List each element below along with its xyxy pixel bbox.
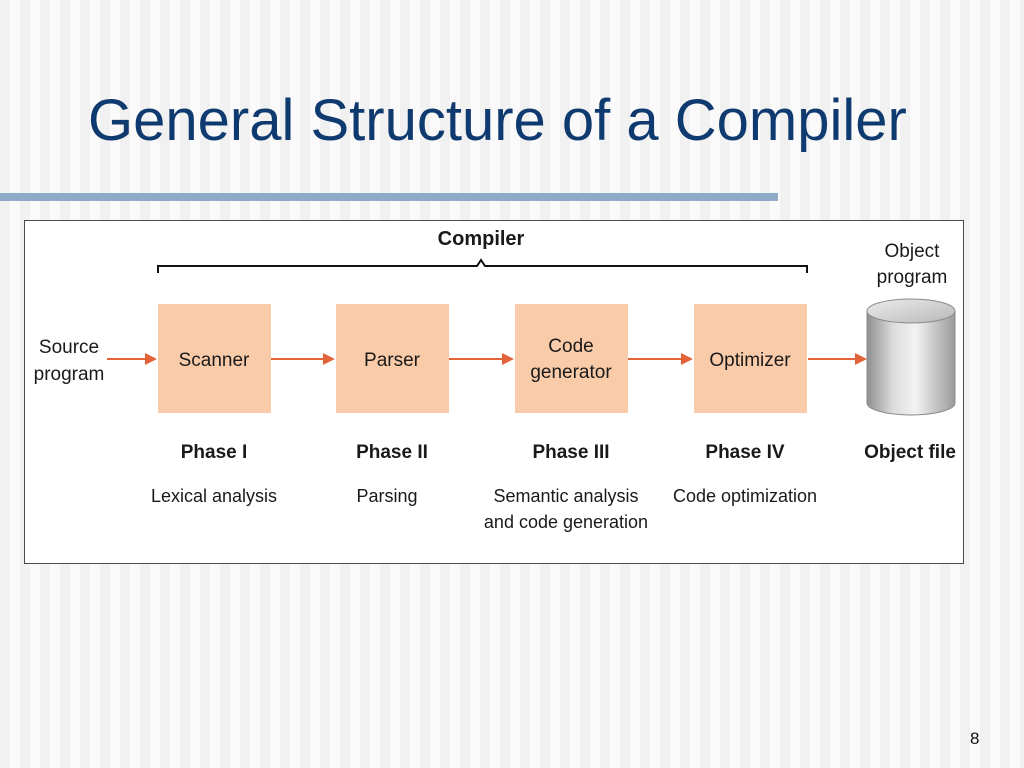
- code-generator-label-line2: generator: [530, 362, 612, 383]
- stage-scanner: Scanner Phase I Lexical analysis: [151, 304, 277, 506]
- parser-label: Parser: [364, 350, 421, 371]
- stage-optimizer: Optimizer Phase IV Code optimization: [673, 304, 817, 506]
- phase-4-label: Phase IV: [705, 442, 785, 463]
- compiler-bracket: [157, 258, 808, 273]
- phase-3-label: Phase III: [532, 442, 609, 463]
- scanner-label: Scanner: [179, 350, 250, 371]
- arrowhead-parser-to-codegen: [502, 353, 514, 365]
- parser-box: [336, 304, 449, 413]
- phase-2-description: Parsing: [356, 486, 417, 506]
- page-number: 8: [970, 729, 980, 748]
- object-program-label-line1: Object: [885, 241, 941, 262]
- slide-title: General Structure of a Compiler: [88, 88, 907, 153]
- object-program-label-line2: program: [877, 267, 948, 288]
- code-generator-box: [515, 304, 628, 413]
- phase-3-description-line1: Semantic analysis: [493, 486, 638, 506]
- arrowhead-optimizer-to-object: [855, 353, 867, 365]
- arrowhead-scanner-to-parser: [323, 353, 335, 365]
- scanner-box: [158, 304, 271, 413]
- phase-3-description-line2: and code generation: [484, 512, 648, 532]
- compiler-diagram: Compiler Source program Object program S…: [24, 220, 964, 564]
- stage-code-generator: Code generator Phase III Semantic analys…: [484, 304, 648, 532]
- title-rule: [0, 193, 778, 201]
- optimizer-label: Optimizer: [709, 350, 791, 371]
- optimizer-box: [694, 304, 807, 413]
- compiler-label: Compiler: [438, 228, 525, 250]
- source-program-label-line1: Source: [39, 337, 99, 358]
- arrowhead-source-to-scanner: [145, 353, 157, 365]
- phase-2-label: Phase II: [356, 442, 428, 463]
- object-file-label: Object file: [864, 442, 956, 463]
- source-program-label-line2: program: [34, 364, 105, 385]
- object-file-cylinder-icon: [866, 298, 956, 416]
- phase-4-description: Code optimization: [673, 486, 817, 506]
- diagram-canvas: Compiler Source program Object program S…: [34, 228, 956, 532]
- code-generator-label-line1: Code: [548, 336, 593, 357]
- phase-1-label: Phase I: [181, 442, 248, 463]
- phase-1-description: Lexical analysis: [151, 486, 277, 506]
- stage-parser: Parser Phase II Parsing: [336, 304, 449, 506]
- arrowhead-codegen-to-optimizer: [681, 353, 693, 365]
- flow-arrows: [107, 353, 867, 365]
